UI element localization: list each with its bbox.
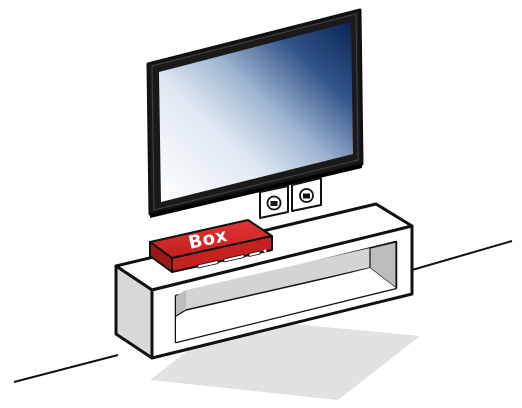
socket-right (291, 177, 322, 212)
router-ports (197, 249, 267, 269)
wall-floor-line (13, 240, 513, 383)
wall-socket-icon (259, 177, 322, 219)
socket-left (259, 185, 289, 219)
tv-screen-icon (146, 8, 364, 218)
router-box-icon: Box (149, 219, 273, 273)
